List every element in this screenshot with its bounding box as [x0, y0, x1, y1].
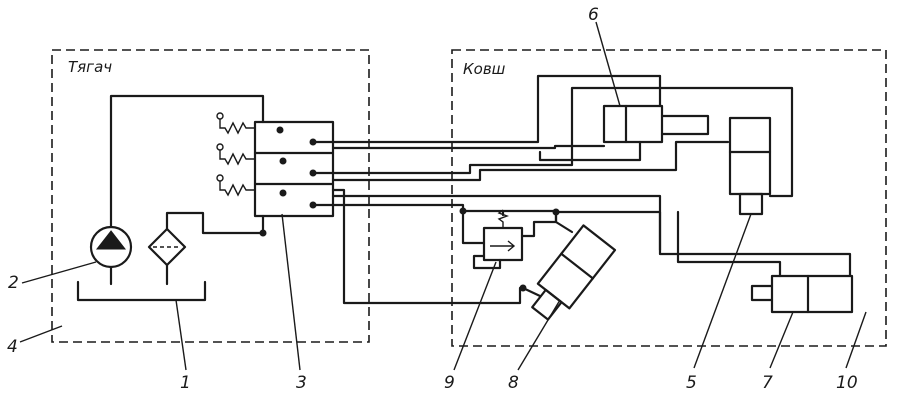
- line-cyl7-c: [676, 210, 782, 278]
- line-cyl6-b: [331, 144, 606, 150]
- line-cyl6-a: [311, 74, 662, 144]
- cylinder-8-line: [554, 210, 574, 234]
- callout-2: 2: [8, 273, 19, 293]
- line-cyl7-b: [331, 194, 662, 252]
- relief-valve-9: [459, 207, 560, 270]
- callout-4: 4: [7, 337, 18, 357]
- leader-4: [19, 325, 63, 343]
- distributor-valve: [216, 112, 335, 237]
- line-cyl5-a: [311, 86, 794, 198]
- callout-8: 8: [508, 373, 519, 393]
- cylinder-6: [538, 74, 710, 162]
- callout-9: 9: [444, 373, 455, 393]
- line-cyl5-b: [331, 140, 730, 182]
- tractor-label: Тягач: [68, 58, 112, 76]
- return-line: [331, 188, 522, 305]
- callout-10: 10: [836, 373, 858, 393]
- callout-1: 1: [180, 373, 191, 393]
- bucket-boundary: [451, 49, 887, 347]
- leader-2: [21, 261, 97, 284]
- leader-8: [517, 299, 561, 371]
- cylinder-7: [750, 274, 854, 314]
- bucket-label: Ковш: [463, 60, 506, 78]
- callout-6: 6: [588, 5, 599, 25]
- leader-7: [769, 311, 794, 369]
- callout-7: 7: [762, 373, 773, 393]
- cylinder-5: [728, 116, 772, 216]
- cylinder-8: [531, 224, 617, 321]
- cylinder-8-link: [521, 286, 542, 298]
- callout-5: 5: [686, 373, 697, 393]
- leader-1: [175, 299, 187, 371]
- leader-3: [281, 213, 301, 371]
- tank: [76, 280, 207, 302]
- leader-10: [845, 311, 867, 369]
- pump-symbol: [89, 94, 265, 286]
- filter-symbol: [147, 211, 264, 286]
- tractor-boundary: [51, 49, 370, 343]
- callout-3: 3: [296, 373, 307, 393]
- line-cyl7-a: [311, 203, 852, 277]
- leader-5: [693, 213, 752, 369]
- leader-6: [595, 21, 621, 107]
- leader-9: [453, 261, 497, 371]
